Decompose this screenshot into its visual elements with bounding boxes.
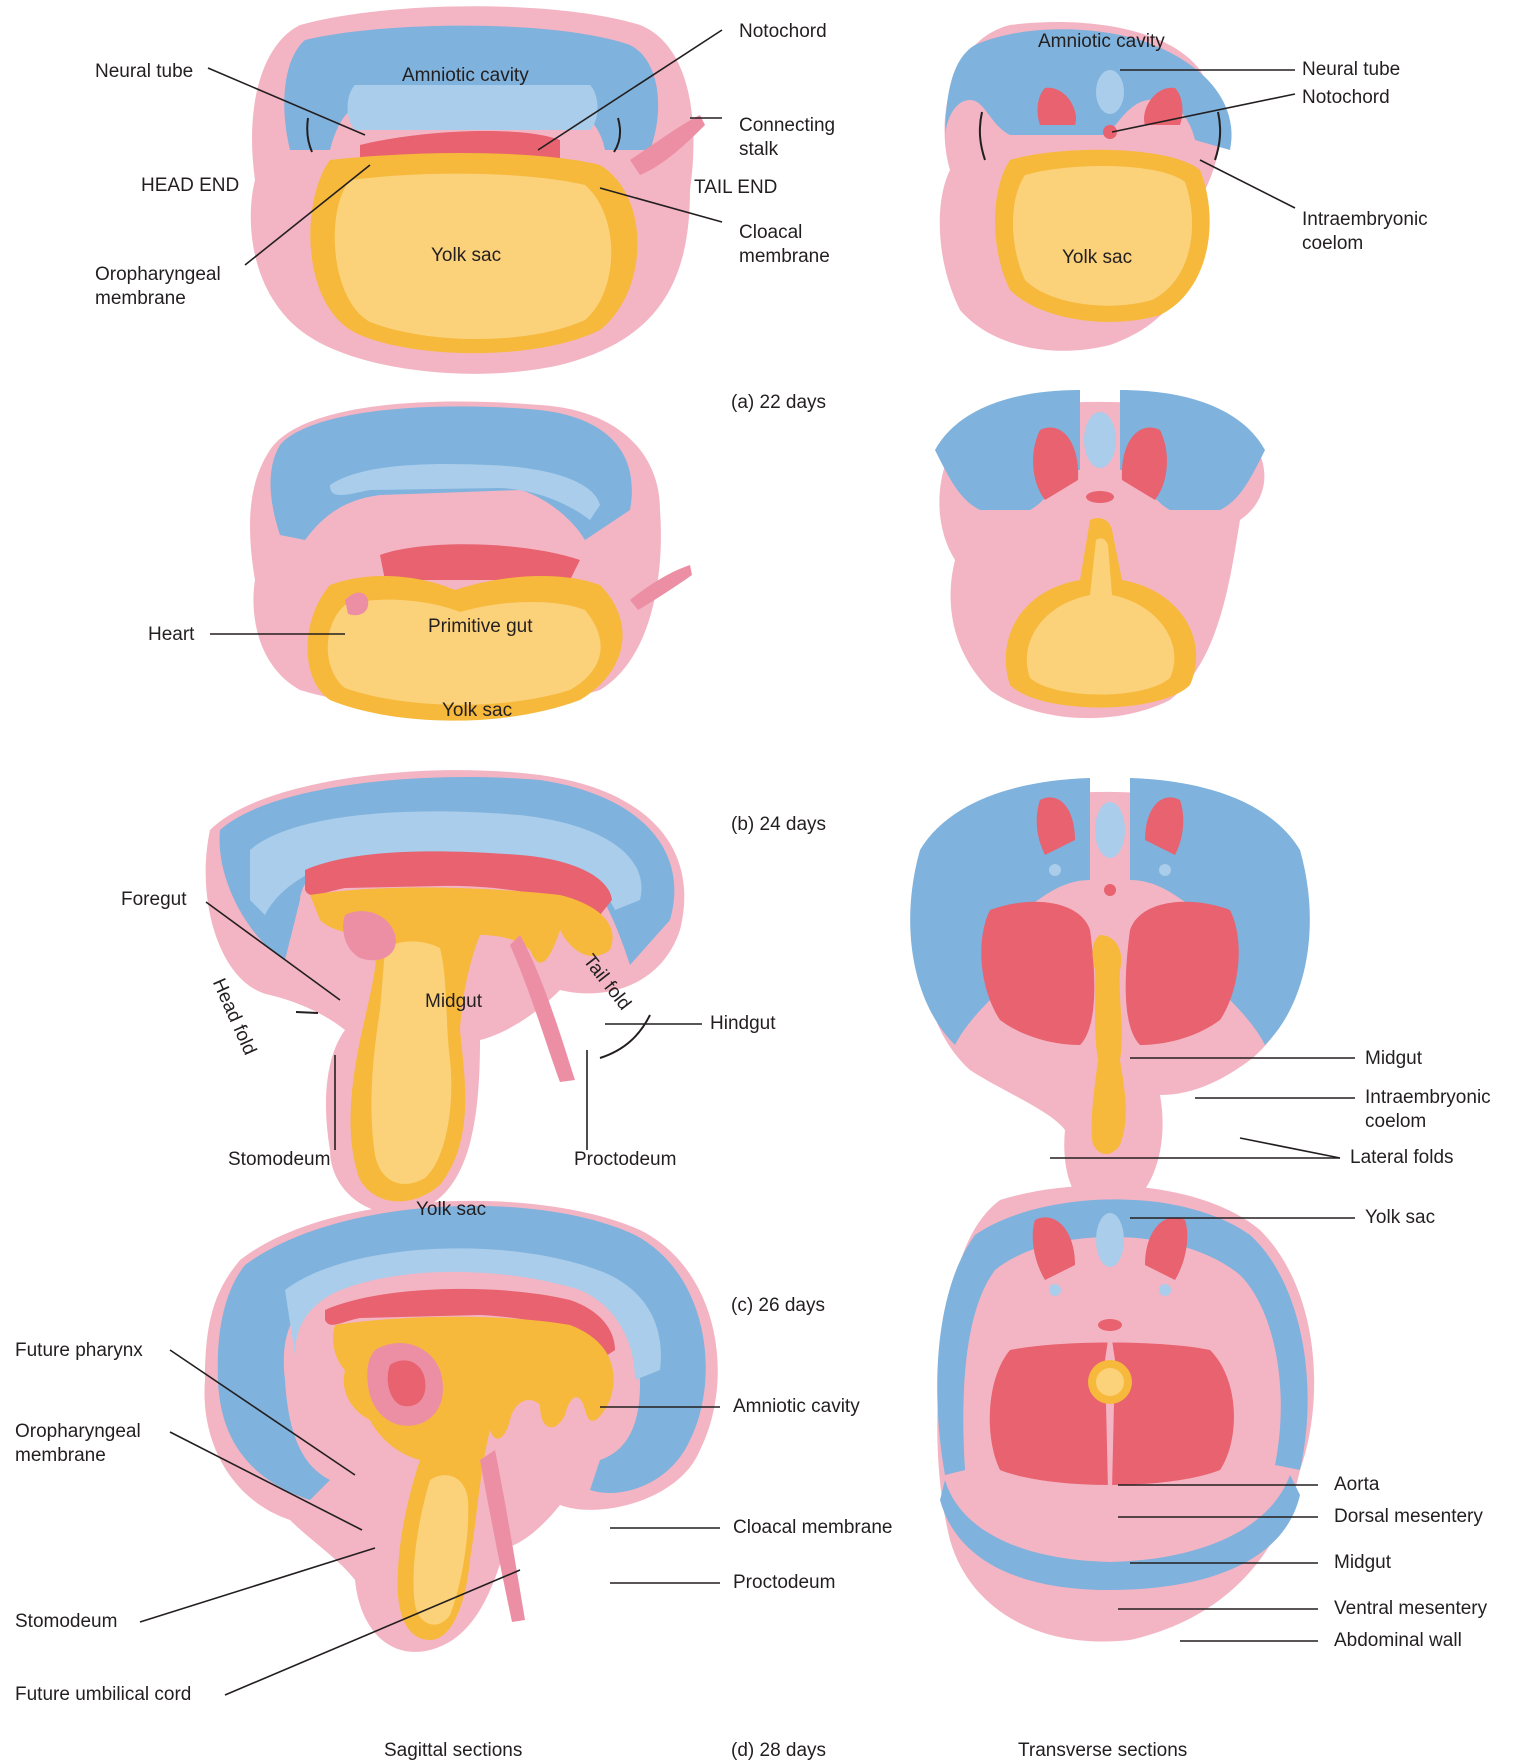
caption-d: (d) 28 days xyxy=(731,1739,826,1763)
label-amniotic-cavity-a: Amniotic cavity xyxy=(402,64,529,88)
label-future-pharynx-d: Future pharynx xyxy=(15,1339,143,1363)
label-t-lateral-folds-c: Lateral folds xyxy=(1350,1146,1454,1170)
label-notochord-a: Notochord xyxy=(739,20,827,44)
label-t-intraembryonic-coelom-a: Intraembryonic coelom xyxy=(1302,208,1428,256)
label-t-neural-tube-a: Neural tube xyxy=(1302,58,1400,82)
label-t-intraembryonic-coelom-c: Intraembryonic coelom xyxy=(1365,1086,1491,1134)
label-t-aorta-d: Aorta xyxy=(1334,1473,1379,1497)
label-head-end-a: HEAD END xyxy=(141,174,239,198)
label-heart-b: Heart xyxy=(148,623,194,647)
footer-transverse-sections: Transverse sections xyxy=(1018,1739,1187,1763)
label-t-midgut-c: Midgut xyxy=(1365,1047,1422,1071)
label-tail-end-a: TAIL END xyxy=(694,176,777,200)
label-oropharyngeal-membrane-d: Oropharyngeal membrane xyxy=(15,1420,141,1468)
label-yolk-sac-c: Yolk sac xyxy=(416,1198,486,1222)
label-midgut-c: Midgut xyxy=(425,990,482,1014)
sagittal-section-28-days xyxy=(204,1201,717,1652)
label-yolk-sac-b: Yolk sac xyxy=(442,699,512,723)
label-t-abdominal-wall-d: Abdominal wall xyxy=(1334,1629,1462,1653)
label-neural-tube-a: Neural tube xyxy=(95,60,193,84)
sagittal-section-24-days xyxy=(250,401,692,720)
label-stomodeum-c: Stomodeum xyxy=(228,1148,330,1172)
label-t-dorsal-mesentery-d: Dorsal mesentery xyxy=(1334,1505,1483,1529)
transverse-section-28-days xyxy=(937,1185,1314,1641)
label-primitive-gut-b: Primitive gut xyxy=(428,615,533,639)
label-connecting-stalk-a: Connecting stalk xyxy=(739,114,835,162)
sagittal-section-22-days xyxy=(251,6,705,374)
transverse-section-22-days xyxy=(940,22,1232,351)
label-proctodeum-d: Proctodeum xyxy=(733,1571,835,1595)
label-stomodeum-d: Stomodeum xyxy=(15,1610,117,1634)
transverse-section-24-days xyxy=(935,390,1265,718)
label-t-midgut-d: Midgut xyxy=(1334,1551,1391,1575)
label-hindgut-c: Hindgut xyxy=(710,1012,776,1036)
caption-c: (c) 26 days xyxy=(731,1294,825,1318)
label-foregut-c: Foregut xyxy=(121,888,186,912)
label-t-yolk-sac-a: Yolk sac xyxy=(1062,246,1132,270)
label-cloacal-membrane-a: Cloacal membrane xyxy=(739,221,830,269)
label-t-ventral-mesentery-d: Ventral mesentery xyxy=(1334,1597,1487,1621)
label-t-yolk-sac-c: Yolk sac xyxy=(1365,1206,1435,1230)
label-t-notochord-a: Notochord xyxy=(1302,86,1390,110)
label-t-amniotic-cavity-a: Amniotic cavity xyxy=(1038,30,1165,54)
label-oropharyngeal-membrane-a: Oropharyngeal membrane xyxy=(95,263,221,311)
caption-a: (a) 22 days xyxy=(731,391,826,415)
label-proctodeum-c: Proctodeum xyxy=(574,1148,676,1172)
transverse-section-26-days xyxy=(910,778,1310,1213)
label-future-umbilical-cord-d: Future umbilical cord xyxy=(15,1683,191,1707)
label-cloacal-membrane-d: Cloacal membrane xyxy=(733,1516,892,1540)
label-amniotic-cavity-d: Amniotic cavity xyxy=(733,1395,860,1419)
label-yolk-sac-a: Yolk sac xyxy=(431,244,501,268)
footer-sagittal-sections: Sagittal sections xyxy=(384,1739,522,1763)
caption-b: (b) 24 days xyxy=(731,813,826,837)
